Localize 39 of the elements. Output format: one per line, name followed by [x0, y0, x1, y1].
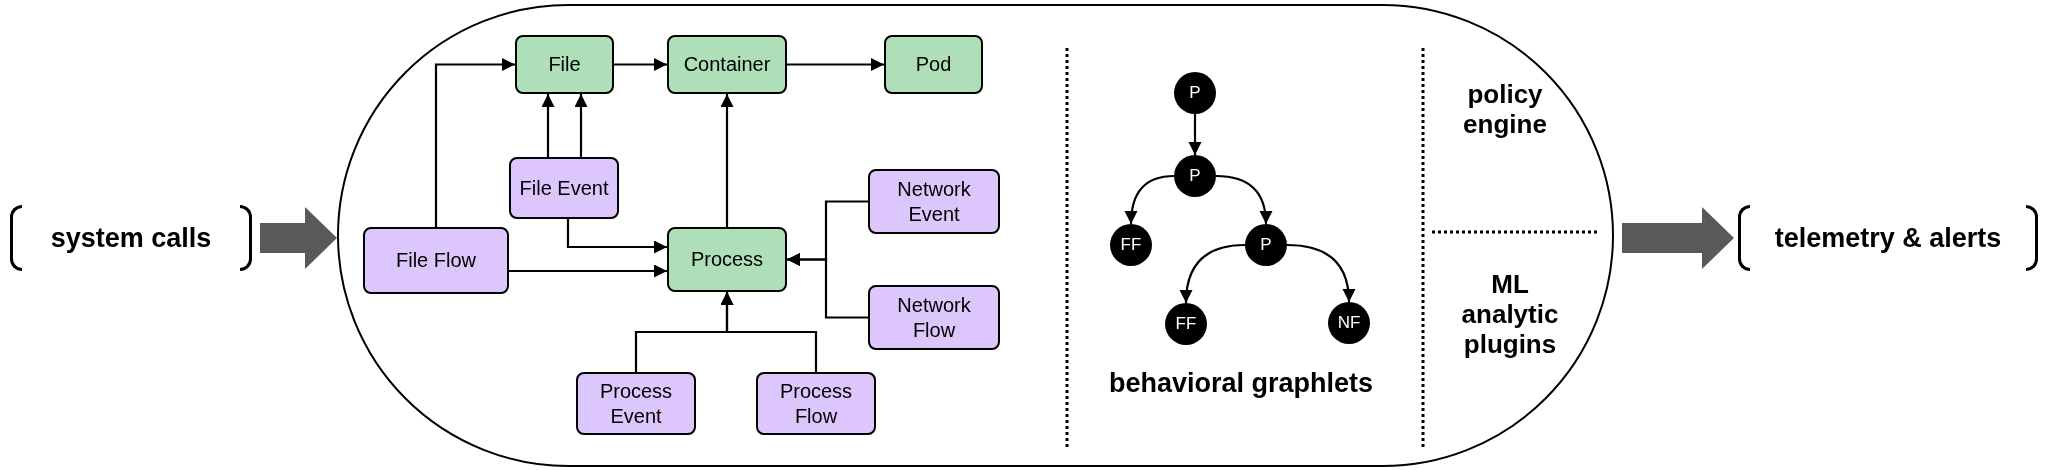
entity-box: File: [515, 35, 614, 94]
arrow: [509, 264, 667, 278]
event-box: Process Flow: [756, 372, 876, 435]
event-box: Network Event: [868, 169, 1000, 234]
arrow: [1125, 174, 1175, 225]
graph-node-circle: FF: [1110, 224, 1152, 266]
graph-node-circle: P: [1245, 224, 1287, 266]
event-box: Process Event: [576, 372, 696, 435]
arrow: [720, 292, 818, 372]
rounded-panel: [337, 4, 1614, 467]
arrow: [1180, 243, 1246, 304]
arrow: [566, 219, 667, 254]
arrow: [1188, 114, 1202, 155]
arrow: [541, 94, 555, 157]
block-arrow: [260, 207, 337, 269]
graph-node-circle: P: [1174, 72, 1216, 114]
arrow: [574, 94, 588, 157]
arrow: [1215, 174, 1272, 225]
block-arrow: [1622, 207, 1734, 269]
section-heading: behavioral graphlets: [1107, 368, 1375, 400]
bracketed-label: telemetry & alerts: [1738, 205, 2038, 271]
arrow: [787, 58, 884, 71]
event-box: File Event: [509, 157, 619, 219]
arrow: [787, 253, 868, 319]
arrow: [720, 94, 734, 227]
graph-node-circle: NF: [1328, 302, 1370, 344]
arrow: [1286, 243, 1355, 303]
graph-node-circle: FF: [1165, 303, 1207, 345]
section-heading: policy engine: [1462, 80, 1548, 140]
bracketed-label: system calls: [10, 205, 252, 271]
event-box: Network Flow: [868, 285, 1000, 350]
entity-box: Container: [667, 35, 787, 94]
graph-node-circle: P: [1174, 155, 1216, 197]
arrow: [434, 58, 515, 227]
section-heading: ML analytic plugins: [1460, 270, 1560, 360]
entity-box: Process: [667, 227, 787, 292]
event-box: File Flow: [363, 227, 509, 294]
entity-box: Pod: [884, 35, 983, 94]
arrow: [614, 58, 667, 71]
